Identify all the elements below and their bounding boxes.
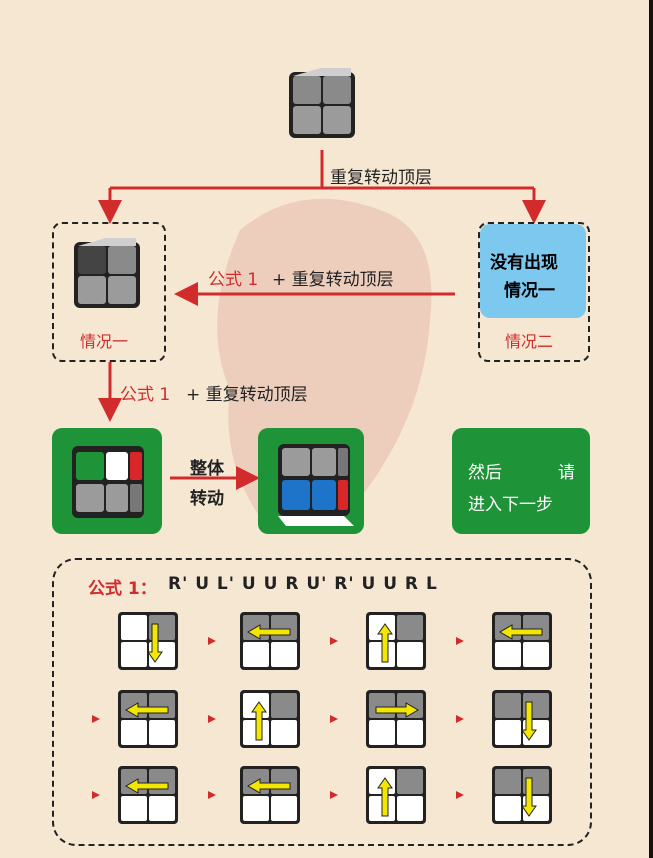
step-arrow-icon — [330, 791, 338, 799]
next-step-line1-right: 请 — [558, 463, 575, 483]
rotate-line1: 整体 — [190, 459, 224, 479]
step-cube-icon — [492, 690, 552, 748]
top-cube-icon — [283, 66, 361, 144]
case-two-line2: 情况一 — [504, 281, 555, 301]
step-cube-icon — [118, 766, 178, 824]
step-arrow-icon — [208, 715, 216, 723]
rotate-line2: 转动 — [190, 489, 224, 509]
case-one-label: 情况一 — [80, 332, 129, 351]
case-two-line1: 没有出现 — [490, 253, 558, 273]
step-arrow-icon — [208, 791, 216, 799]
step-arrow-icon — [456, 637, 464, 645]
step-arrow-icon — [456, 715, 464, 723]
formula-title: 公式 1： — [88, 579, 157, 599]
step-arrow-icon — [92, 791, 100, 799]
step-arrow-icon — [330, 715, 338, 723]
step-arrow-icon — [92, 715, 100, 723]
top-arrow-label: 重复转动顶层 — [330, 168, 432, 188]
step-cube-icon — [240, 690, 300, 748]
next-step-line2: 进入下一步 — [468, 495, 553, 515]
step-cube-icon — [118, 612, 178, 670]
green-cube-icon — [66, 440, 150, 524]
formula-panel — [52, 558, 592, 846]
step-cube-icon — [492, 612, 552, 670]
step-cube-icon — [366, 690, 426, 748]
step-arrow-icon — [208, 637, 216, 645]
next-step-line1: 然后 — [468, 463, 502, 483]
step-cube-icon — [240, 766, 300, 824]
step-arrow-icon — [330, 637, 338, 645]
case-one-box — [52, 222, 166, 362]
back-arrow-formula: 公式 1 — [208, 270, 259, 290]
back-arrow-suffix: + 重复转动顶层 — [272, 270, 394, 290]
step-cube-icon — [366, 766, 426, 824]
case-two-box — [478, 222, 590, 362]
rotated-cube-icon — [272, 438, 356, 528]
step-arrow-icon — [456, 791, 464, 799]
step-cube-icon — [492, 766, 552, 824]
down-arrow-formula: 公式 1 — [120, 385, 171, 405]
step-cube-icon — [366, 612, 426, 670]
step-cube-icon — [118, 690, 178, 748]
formula-moves: R' U L' U U R U' R' U U R L — [168, 574, 438, 594]
next-step-box — [452, 428, 590, 534]
down-arrow-suffix: + 重复转动顶层 — [186, 385, 308, 405]
step-cube-icon — [240, 612, 300, 670]
case-two-label: 情况二 — [505, 332, 554, 351]
case-one-cube-icon — [68, 236, 146, 314]
case-two-blue-box — [480, 224, 586, 318]
